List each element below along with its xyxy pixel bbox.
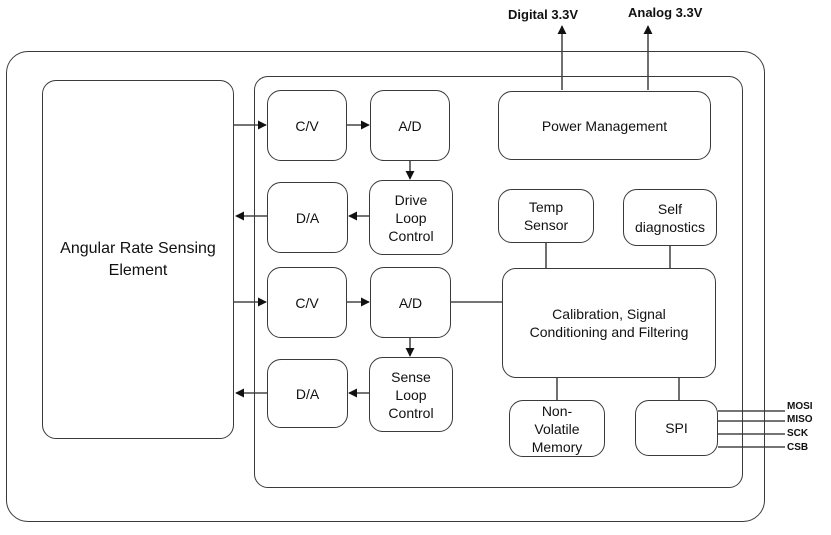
cv-block-bottom: C/V	[267, 267, 347, 338]
sensor-module-outline	[6, 51, 765, 522]
spi-block: SPI	[635, 400, 718, 456]
pin-mosi-label: MOSI	[787, 401, 813, 412]
da-block-bottom: D/A	[267, 359, 348, 428]
angular-rate-sensing-element: Angular Rate Sensing Element	[42, 80, 234, 439]
temp-sensor-block: Temp Sensor	[498, 189, 594, 243]
ad-block-top: A/D	[370, 90, 450, 161]
calibration-block: Calibration, Signal Conditioning and Fil…	[502, 268, 716, 378]
cv-block-top: C/V	[267, 90, 347, 161]
drive-loop-control-block: Drive Loop Control	[369, 180, 453, 255]
asic-outline	[254, 76, 743, 488]
self-diagnostics-block: Self diagnostics	[623, 189, 717, 246]
analog-supply-label: Analog 3.3V	[628, 5, 703, 20]
pin-csb-label: CSB	[787, 442, 809, 453]
ad-block-bottom: A/D	[370, 267, 451, 338]
pin-miso-label: MISO	[787, 414, 813, 425]
non-volatile-memory-block: Non- Volatile Memory	[509, 400, 605, 457]
da-block-top: D/A	[267, 182, 348, 253]
sense-loop-control-block: Sense Loop Control	[369, 357, 453, 432]
digital-supply-label: Digital 3.3V	[508, 7, 579, 22]
pin-sck-label: SCK	[787, 428, 809, 439]
power-management-block: Power Management	[498, 91, 711, 160]
